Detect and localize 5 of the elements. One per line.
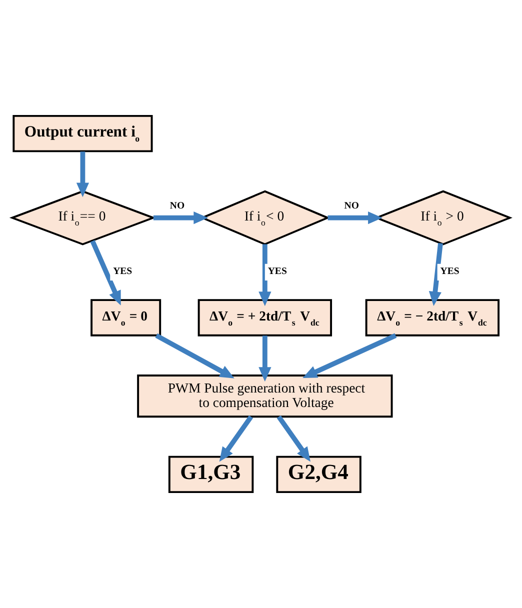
- edge-label: YES: [440, 266, 460, 278]
- edge-label: YES: [113, 266, 132, 278]
- edge-label: YES: [268, 266, 287, 278]
- edge-label: NO: [170, 200, 185, 212]
- edge-label: NO: [344, 200, 359, 212]
